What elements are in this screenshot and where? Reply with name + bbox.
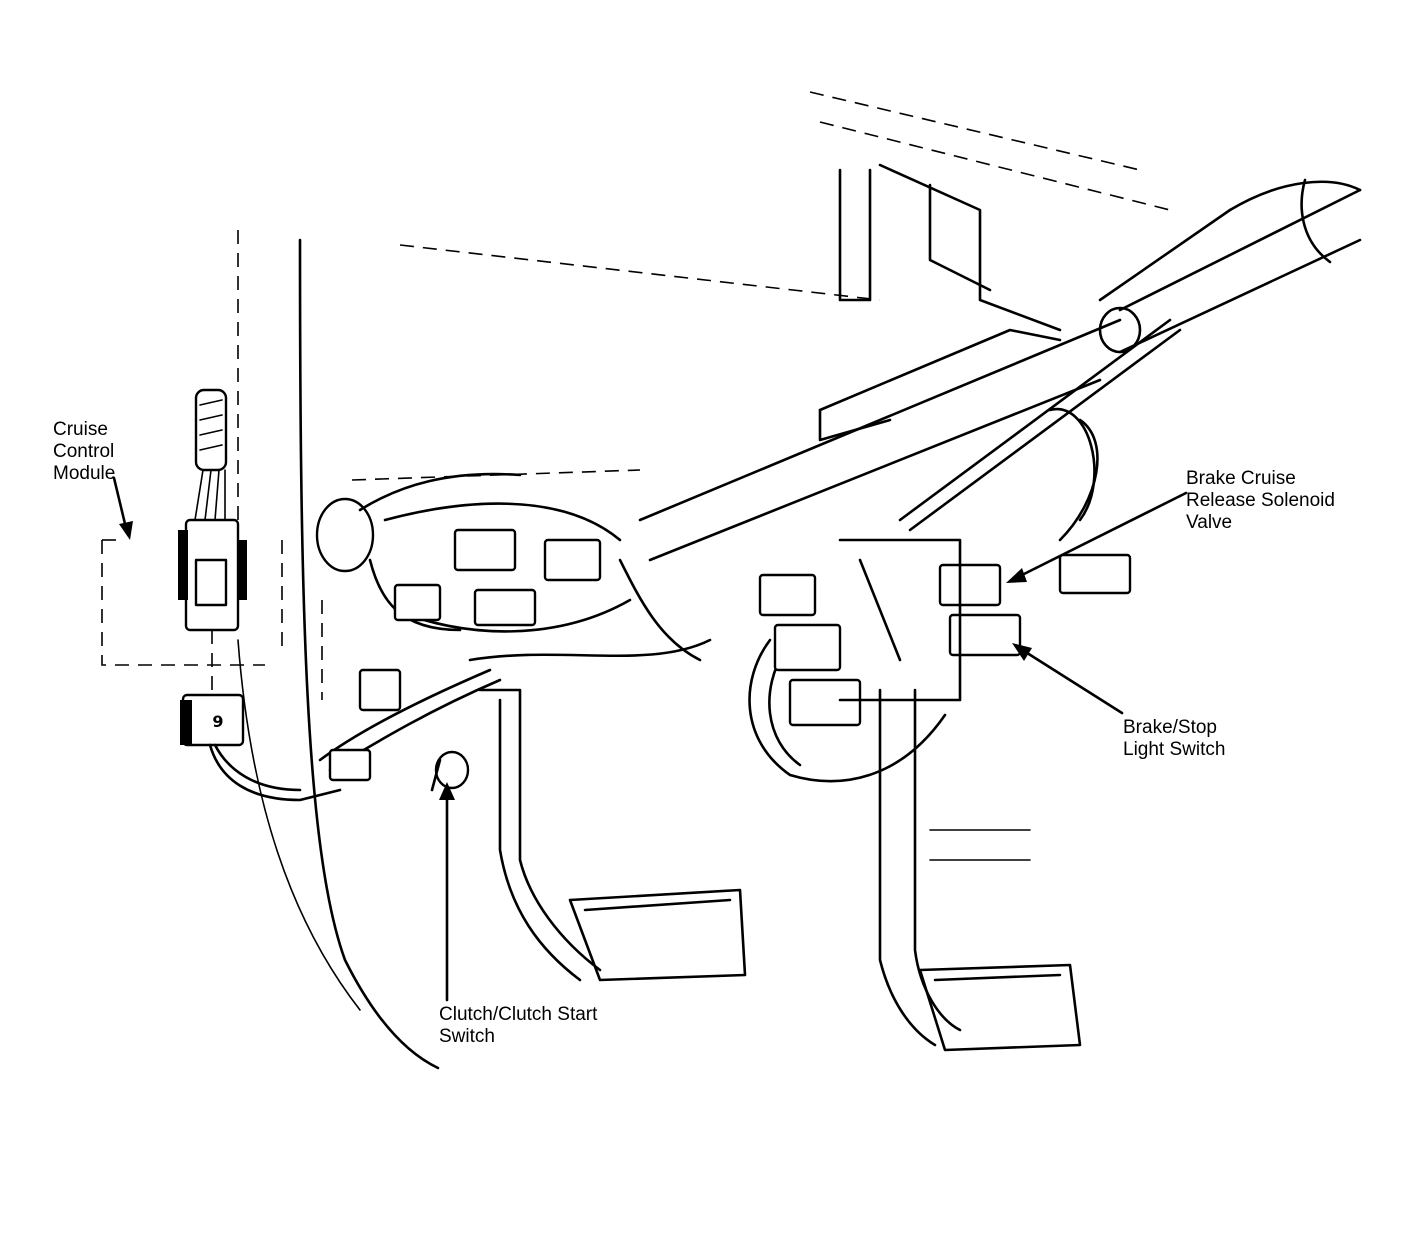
label-line: Release Solenoid xyxy=(1186,490,1335,511)
brake-pedal xyxy=(878,688,1082,1052)
brake-stop-light-switch-label: Brake/Stop Light Switch xyxy=(1123,717,1225,761)
label-line: Brake/Stop xyxy=(1123,717,1217,738)
label-line: Module xyxy=(53,463,116,484)
brake-cruise-release-label: Brake Cruise Release Solenoid Valve xyxy=(1186,468,1335,534)
label-line: Brake Cruise xyxy=(1186,468,1296,489)
dashboard-outline xyxy=(237,91,1171,700)
cruise-control-module-box xyxy=(101,539,283,666)
label-line: Valve xyxy=(1186,512,1233,533)
label-line: Switch xyxy=(439,1026,495,1047)
module-connector: 9 xyxy=(178,388,342,802)
label-line: Clutch/Clutch Start xyxy=(439,1004,598,1025)
door-pillar xyxy=(237,238,440,1070)
label-line: Control xyxy=(53,441,115,462)
svg-text:9: 9 xyxy=(212,712,223,731)
wiring-harness xyxy=(315,472,712,782)
leader-arrows xyxy=(112,476,1188,1002)
steering-column xyxy=(638,178,1362,562)
label-line: Cruise xyxy=(53,419,108,440)
cruise-control-module-label: Cruise Control Module xyxy=(53,419,115,485)
clutch-start-switch-label: Clutch/Clutch Start Switch xyxy=(439,1004,597,1048)
under-dash-bracket xyxy=(818,163,1062,442)
brake-switch-cluster xyxy=(748,318,1182,783)
clutch-pedal xyxy=(430,688,747,982)
label-line: Light Switch xyxy=(1123,739,1226,760)
